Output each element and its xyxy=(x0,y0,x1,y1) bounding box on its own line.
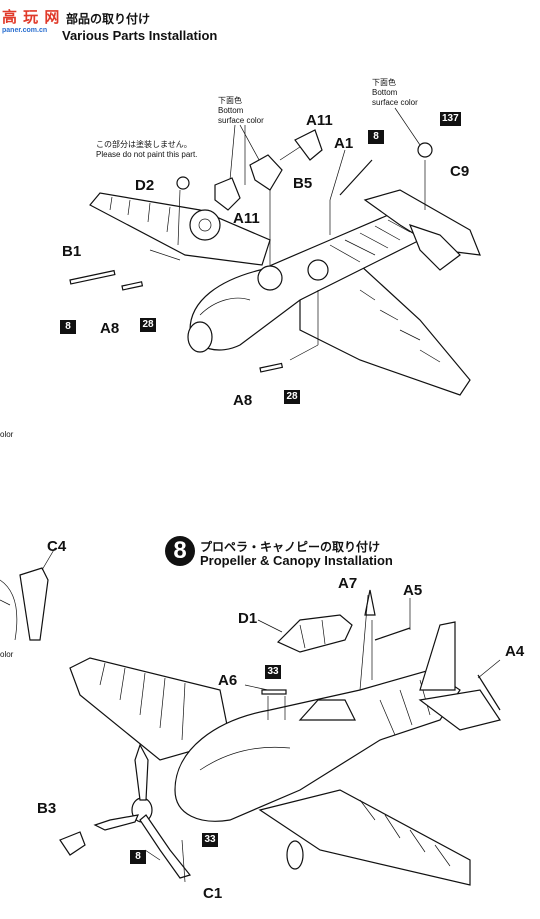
no-paint-note: この部分は塗装しません。 Please do not paint this pa… xyxy=(96,140,197,160)
label-c4: C4 xyxy=(47,538,67,555)
label-d1: D1 xyxy=(238,610,258,627)
bottom-color-note-1: 下面色 Bottom surface color xyxy=(218,96,264,126)
label-d2: D2 xyxy=(135,177,155,194)
note-en: Bottom xyxy=(372,88,398,97)
label-num-8-b: 8 xyxy=(60,320,76,334)
label-num-137: 137 xyxy=(440,112,461,126)
label-a8-b: A8 xyxy=(233,392,253,409)
bottom-aircraft-drawing xyxy=(59,589,501,886)
note-en-2: surface color xyxy=(218,116,264,125)
label-b5: B5 xyxy=(293,175,313,192)
label-a8-a: A8 xyxy=(100,320,120,337)
note-en-2: surface color xyxy=(372,98,418,107)
note-en: Bottom xyxy=(218,106,244,115)
label-num-28-b: 28 xyxy=(284,390,300,404)
label-c9: C9 xyxy=(450,163,470,180)
edge-color-note-2: olor xyxy=(0,650,14,659)
watermark-logo: 高 玩 网 paner.com.cn xyxy=(2,6,62,42)
note-jp: 下面色 xyxy=(218,96,242,105)
label-num-8-a: 8 xyxy=(368,130,384,144)
label-num-28-a: 28 xyxy=(140,318,156,332)
bottom-color-note-2: 下面色 Bottom surface color xyxy=(372,78,418,108)
label-c1: C1 xyxy=(203,885,223,902)
label-a7: A7 xyxy=(338,575,358,592)
step8-title-jp: プロペラ・キャノピーの取り付け xyxy=(200,540,381,554)
label-num-33-b: 33 xyxy=(202,833,218,847)
label-b3: B3 xyxy=(37,800,57,817)
watermark-sub: paner.com.cn xyxy=(2,27,48,34)
step8-number-badge: 8 xyxy=(165,536,195,566)
step7-title-en: Various Parts Installation xyxy=(62,28,218,43)
label-a11-mid: A11 xyxy=(233,210,260,227)
note-jp: この部分は塗装しません。 xyxy=(96,140,192,149)
label-num-33-a: 33 xyxy=(265,665,281,679)
note-en: Please do not paint this part. xyxy=(96,150,198,159)
label-a4: A4 xyxy=(505,643,525,660)
label-num-8-c: 8 xyxy=(130,850,146,864)
label-a6: A6 xyxy=(218,672,238,689)
step7-title-jp: 部品の取り付け xyxy=(66,12,151,26)
label-a11-top: A11 xyxy=(306,112,333,129)
watermark-text: 高 玩 网 xyxy=(2,9,61,26)
edge-color-note-1: olor xyxy=(0,430,14,439)
step8-title-en: Propeller & Canopy Installation xyxy=(200,553,393,568)
label-a5: A5 xyxy=(403,582,423,599)
top-aircraft-drawing xyxy=(69,107,481,396)
label-b1: B1 xyxy=(62,243,82,260)
note-jp: 下面色 xyxy=(372,78,396,87)
left-edge-part-drawing xyxy=(0,547,56,641)
label-a1: A1 xyxy=(334,135,354,152)
